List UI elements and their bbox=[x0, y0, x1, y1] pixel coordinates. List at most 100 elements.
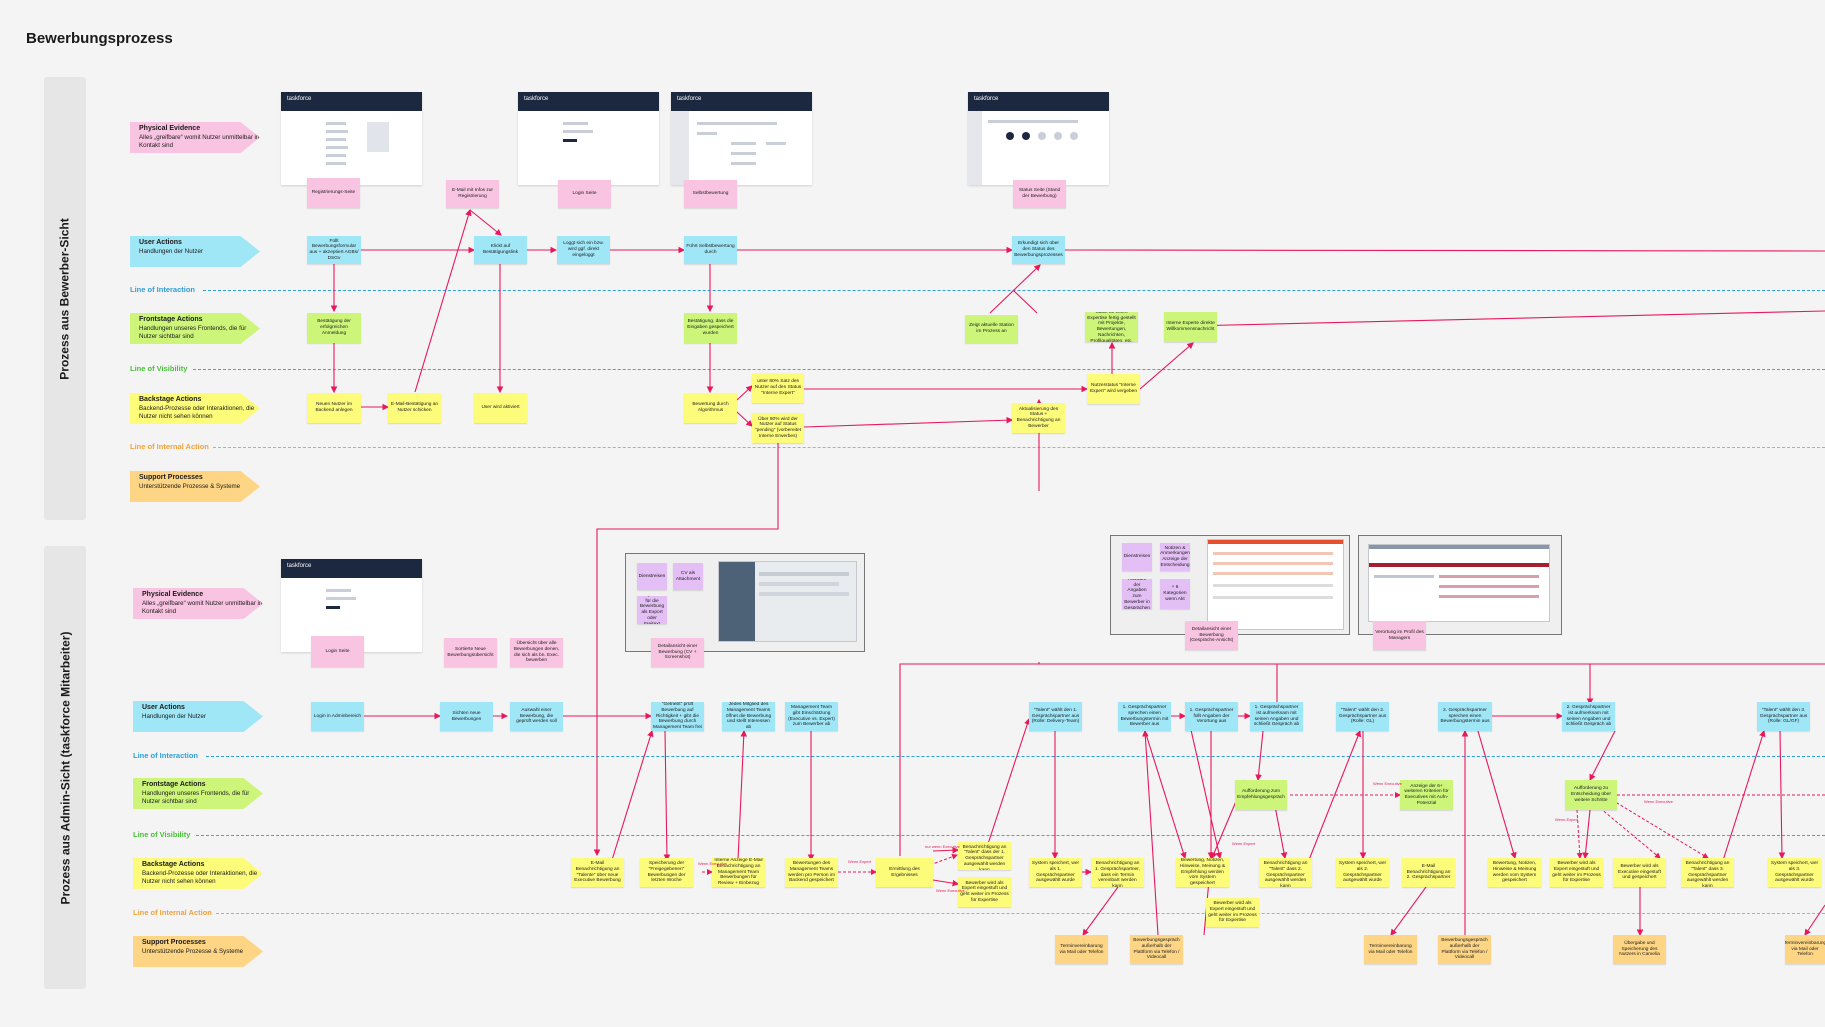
arrow bbox=[1255, 730, 1264, 782]
note-user-action: Erkundigt sich über den Status des Bewer… bbox=[1012, 236, 1065, 264]
screenshot-registration: taskforce bbox=[281, 92, 422, 185]
note-physical-admin: Detailansicht einer Bewerbung (Gesprächs… bbox=[1185, 621, 1238, 650]
note-physical-admin: Login Seite bbox=[311, 636, 364, 667]
note-backstage-admin: Speicherung der "Freigegebenen" Bewerbun… bbox=[640, 858, 693, 887]
arrow bbox=[1390, 886, 1427, 936]
note-backstage: Über 80% wird der Nutzer auf Status "pen… bbox=[752, 413, 804, 443]
dashed-arrow bbox=[1599, 807, 1661, 859]
mock-note: Empfehler für die Bewerbung als Export o… bbox=[637, 596, 667, 624]
note-physical-admin: Übersicht über alle Bewerbungen denen, d… bbox=[510, 638, 563, 667]
note-frontstage: Stack für einen Expertise fertig gestell… bbox=[1085, 312, 1138, 342]
mock-note: Dienstreisen bbox=[1122, 543, 1152, 571]
arrow bbox=[1082, 886, 1119, 936]
sep-label-internal: Line of Internal Action bbox=[130, 442, 209, 451]
note-user-action: Führt Selbstbewertung durch bbox=[684, 236, 737, 264]
note-frontstage: Bestätigung, dass die Eingaben gespeiche… bbox=[684, 313, 737, 343]
note-support-admin: Terminvereinbarung via Mail oder Telefon bbox=[1364, 935, 1417, 964]
note-user-action-admin: 1. Gesprächspartner füllt Angaben der Ve… bbox=[1185, 702, 1238, 731]
annotation: nur wenn Executive bbox=[925, 844, 960, 849]
arrow bbox=[1719, 729, 1766, 871]
note-user-action-admin: "Talent" wählt den 1. Gesprächspartner a… bbox=[1029, 702, 1082, 731]
note-user-action-admin: 1. Gesprächspartner ist aufmerksam mit s… bbox=[1250, 702, 1303, 731]
screenshot-brand: taskforce bbox=[281, 92, 422, 111]
arrow bbox=[611, 729, 654, 861]
note-backstage: Nutzerstatus "Interne Expert" wird verge… bbox=[1087, 374, 1140, 404]
note-backstage-admin: Ermittlung des Ergebnisses bbox=[876, 858, 933, 887]
sep-internal-admin bbox=[216, 913, 1825, 914]
arrow bbox=[736, 385, 753, 401]
note-backstage-admin: E-Mail Benachrichtigung an 1. Gesprächsp… bbox=[1091, 858, 1144, 887]
sep-label-interaction: Line of Interaction bbox=[130, 285, 196, 294]
page-title: Bewerbungsprozess bbox=[26, 30, 173, 47]
arrow bbox=[1064, 249, 1825, 252]
arrow bbox=[1778, 730, 1786, 860]
note-physical: E-Mail mit Infos zur Registrierung bbox=[446, 180, 499, 208]
note-backstage-admin: Bewertungen des Management Teams werden … bbox=[785, 858, 838, 887]
note-physical-admin: Detailansicht einer Bewerbung (CV + Scre… bbox=[651, 638, 704, 667]
note-user-action: Füllt Bewerbungsformular aus + akzeptier… bbox=[307, 236, 361, 264]
note-backstage-admin: Bewerber wird als Expert eingestuft und … bbox=[958, 877, 1011, 907]
annotation: Wenn Executive bbox=[936, 888, 965, 893]
annotation: Wenn Expert bbox=[1555, 817, 1579, 822]
note-backstage: unter 80% Satz des Nutzer auf den Status… bbox=[752, 373, 804, 403]
note-support-admin: Bewerbungsgespräch außerhalb der Plattfo… bbox=[1438, 935, 1491, 964]
screenshot-self-assessment: taskforce bbox=[671, 92, 812, 185]
note-backstage: User wird aktiviert bbox=[474, 393, 527, 423]
arrow bbox=[1477, 730, 1517, 860]
arrow bbox=[899, 663, 1825, 856]
note-frontstage: Interne Experte direkte Willkommensnachr… bbox=[1164, 312, 1217, 342]
screenshot-brand: taskforce bbox=[518, 92, 659, 111]
sep-visibility bbox=[193, 369, 1825, 370]
mock-note: Dienstreisen bbox=[637, 563, 667, 590]
note-user-action: Loggt sich ein bzw. wird ggf. direkt ein… bbox=[557, 236, 610, 264]
screenshot-brand: taskforce bbox=[968, 92, 1109, 111]
sep-label-interaction-admin: Line of Interaction bbox=[133, 751, 199, 760]
note-user-action-admin: Auswahl einer Bewerbung, die geprüft wer… bbox=[510, 702, 563, 731]
note-backstage-admin: Bewerber wird als Expert eingestuft und … bbox=[1550, 858, 1603, 887]
note-backstage-admin: E-Mail Benachrichtigung an "Talent" dass… bbox=[1259, 858, 1312, 887]
note-user-action-admin: Jedes Mitglied des Management Teams öffn… bbox=[722, 702, 775, 731]
note-backstage: E-Mail-Bestätigung an Nutzer schicken bbox=[388, 393, 441, 423]
note-support-admin: Terminvereinbarung via Mail oder Telefon bbox=[1785, 935, 1825, 964]
arrow bbox=[737, 729, 748, 861]
note-backstage-admin: System speichert, wer als 1. Gesprächspa… bbox=[1029, 858, 1082, 887]
mock-note: CV als Attachment bbox=[673, 563, 703, 590]
note-user-action-admin: 1. Gesprächspartner sprechen einen Bewer… bbox=[1118, 702, 1171, 731]
sep-label-internal-admin: Line of Internal Action bbox=[133, 908, 212, 917]
note-user-action-admin: "Talent" wählt den 2. Gesprächspartner a… bbox=[1336, 702, 1389, 731]
note-user-action-admin: Login in Adminbereich bbox=[311, 702, 364, 731]
arrow bbox=[1012, 289, 1038, 314]
note-physical-admin: Verortung im Profil des Managers bbox=[1373, 621, 1426, 650]
note-physical: Selbstbewertung bbox=[684, 180, 737, 208]
screenshot-brand: taskforce bbox=[671, 92, 812, 111]
dashed-arrow bbox=[929, 853, 958, 866]
note-backstage: Bewertung durch Algorithmus bbox=[684, 393, 737, 423]
annotation: Wenn Expert bbox=[848, 859, 872, 864]
arrow bbox=[1582, 809, 1591, 860]
note-backstage: Neuen Nutzer im Backend anlegen bbox=[307, 393, 361, 423]
arrow bbox=[1804, 904, 1825, 936]
arrow bbox=[1187, 310, 1825, 327]
mockup-application-detail bbox=[718, 561, 857, 642]
note-backstage-admin: System speichert, wer als 2. Gesprächspa… bbox=[1336, 858, 1389, 887]
note-backstage-admin: E-Mail Benachrichtigung an 2. Gesprächsp… bbox=[1402, 858, 1455, 887]
note-frontstage-admin: Aufforderung zum Empfehlungsgespräch bbox=[1235, 780, 1287, 810]
note-support-admin: Übergabe und Speicherung des Nutzers in … bbox=[1613, 935, 1666, 964]
mockup-interview bbox=[1207, 539, 1344, 630]
sep-internal bbox=[213, 447, 1825, 448]
note-physical: Status Seite (Stand der Bewerbung) bbox=[1013, 180, 1066, 208]
note-frontstage: Zeigt aktuelle Station im Prozess an bbox=[965, 315, 1018, 343]
lane-panel-admin bbox=[44, 546, 86, 989]
note-backstage-admin: Bewerber wird als Expert eingestuft und … bbox=[1206, 898, 1259, 927]
sep-label-visibility: Line of Visibility bbox=[130, 364, 188, 373]
arrow bbox=[1190, 729, 1223, 860]
mock-note: Auswahl der Angaben zum Bewerber in Gesp… bbox=[1122, 579, 1152, 609]
screenshot-status: taskforce bbox=[968, 92, 1109, 185]
arrow bbox=[989, 264, 1041, 314]
lane-panel-applicant bbox=[44, 77, 86, 520]
